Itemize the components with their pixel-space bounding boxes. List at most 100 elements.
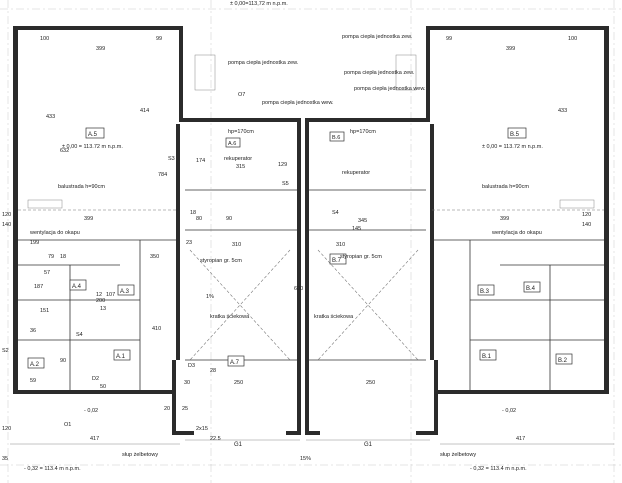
room-label-a1: A.1: [116, 354, 126, 360]
dimension-label: 310: [336, 242, 345, 248]
room-label-b5: B.5: [510, 132, 520, 138]
dimension-label: 200: [96, 298, 105, 304]
room-label-a4: A.4: [72, 284, 82, 290]
dimension-label: 120: [2, 212, 11, 218]
s4-left: S4: [76, 332, 83, 338]
room-label-b1: B.1: [482, 354, 492, 360]
d3-left: D3: [188, 363, 195, 369]
room-label-b7: B.7: [332, 258, 342, 264]
dimension-label: 99: [446, 36, 452, 42]
dimension-label: 90: [226, 216, 232, 222]
dimension-label: 417: [90, 436, 99, 442]
s5-left: S5: [282, 181, 289, 187]
dimension-label: 18: [60, 254, 66, 260]
dimension-label: 36: [30, 328, 36, 334]
dimension-label: 433: [46, 114, 55, 120]
room-label-a3: A.3: [120, 289, 130, 295]
s4-right: S4: [332, 210, 339, 216]
minus-left: - 0,02: [84, 408, 98, 414]
left-unit-labels: A.5 ± 0,00 = 113.72 m n.p.m. balustrada …: [2, 60, 334, 472]
dimension-label: 414: [140, 108, 149, 114]
dimension-label: 25: [182, 406, 188, 412]
dimension-label: 107: [106, 292, 115, 298]
dimension-label: 15%: [300, 456, 311, 462]
dimension-label: 129: [278, 162, 287, 168]
o1-left: O1: [64, 422, 71, 428]
vent-left: wentylacja do okapu: [29, 230, 80, 236]
dimension-label: 399: [506, 46, 515, 52]
balustrade-right: balustrada h=90cm: [482, 184, 529, 190]
dimension-label: 250: [366, 380, 375, 386]
dimension-label: 35: [2, 456, 8, 462]
right-unit-walls: [305, 26, 609, 435]
dimension-label: 20: [164, 406, 170, 412]
dimension-label: 13: [100, 306, 106, 312]
dimension-label: 250: [234, 380, 243, 386]
elev-right: - 0,32 = 113.4 m n.p.m.: [470, 466, 527, 472]
dimension-label: 22.5: [210, 436, 221, 442]
dimension-label: 100: [568, 36, 577, 42]
pump-int-left: pompa ciepła jednostka wew.: [262, 100, 334, 106]
dimension-label: 315: [236, 164, 245, 170]
pump-int-right: pompa ciepła jednostka wew.: [354, 86, 426, 92]
level-right: ± 0,00 = 113.72 m n.p.m.: [482, 144, 543, 150]
room-label-a5: A.5: [88, 132, 98, 138]
post-right: słup żelbetowy: [440, 452, 476, 458]
left-unit-walls: [13, 26, 301, 435]
dimension-label: 417: [516, 436, 525, 442]
room-label-b6: B.6: [332, 135, 340, 141]
dimension-label: 145: [352, 226, 361, 232]
dimension-label: 90: [60, 358, 66, 364]
styro-right: styropian gr. 5cm: [340, 254, 382, 260]
dimension-label: 120: [582, 212, 591, 218]
hp-left: hp=170cm: [228, 129, 254, 135]
dimension-label: 57: [44, 270, 50, 276]
slope-left: 1%: [206, 294, 214, 300]
room-label-a2: A.2: [30, 362, 40, 368]
vent-right: wentylacja do okapu: [491, 230, 542, 236]
dimension-label: 784: [158, 172, 167, 178]
dimension-label: 174: [196, 158, 205, 164]
dimension-label: 350: [150, 254, 159, 260]
drain-right: kratka ściekowa: [314, 314, 354, 320]
room-label-a7: A.7: [230, 360, 240, 366]
dimension-label: 433: [558, 108, 567, 114]
pump-ext-right-top: pompa ciepła jednostka zew.: [342, 34, 413, 40]
dimension-label: 187: [34, 284, 43, 290]
pump-ext-left: pompa ciepła jednostka zew.: [228, 60, 299, 66]
dimension-label: 151: [40, 308, 49, 314]
minus-right: - 0,02: [502, 408, 516, 414]
dimension-label: 23: [186, 240, 192, 246]
dimension-label: 399: [500, 216, 509, 222]
dimension-label: 399: [96, 46, 105, 52]
dimension-label: 120: [2, 426, 11, 432]
styro-left: styropian gr. 5cm: [200, 258, 242, 264]
post-left: słup żelbetowy: [122, 452, 158, 458]
dimension-label: 50: [100, 384, 106, 390]
dimension-label: 140: [2, 222, 11, 228]
dimension-label: 79: [48, 254, 54, 260]
level-left: ± 0,00 = 113.72 m n.p.m.: [62, 144, 123, 150]
balustrade-left: balustrada h=90cm: [58, 184, 105, 190]
d2-left: D2: [92, 376, 99, 382]
hp-right: hp=170cm: [350, 129, 376, 135]
dimension-label: 199: [30, 240, 39, 246]
dimension-label: 80: [196, 216, 202, 222]
room-label-b4: B.4: [526, 286, 536, 292]
dimension-label: 28: [210, 368, 216, 374]
pump-ext-right: pompa ciepła jednostka zew.: [344, 70, 415, 76]
dimension-label: 410: [152, 326, 161, 332]
room-label-b2: B.2: [558, 358, 568, 364]
dimension-label: 100: [40, 36, 49, 42]
dimension-label: 30: [184, 380, 190, 386]
dimension-label: 59: [30, 378, 36, 384]
dimension-label: 12: [96, 292, 102, 298]
s2-left: S2: [2, 348, 9, 354]
header-elevation: ± 0,00=113,72 m n.p.m.: [230, 1, 288, 7]
s3-left: S3: [168, 156, 175, 162]
room-label-a6: A.6: [228, 141, 236, 147]
dimension-label: 632: [60, 148, 69, 154]
dimension-label: 2x15: [196, 426, 208, 432]
